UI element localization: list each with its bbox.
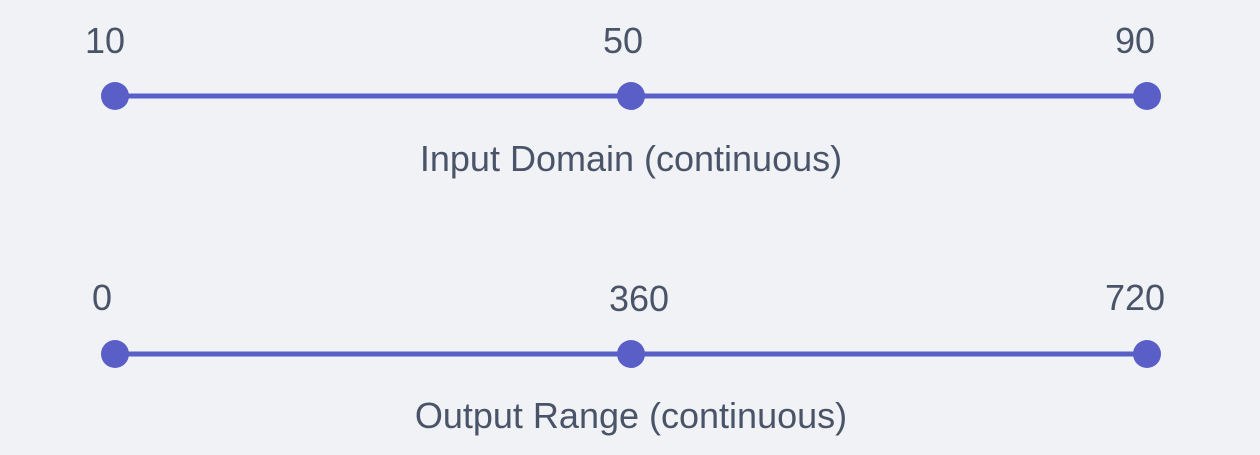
input-domain-scale: 10 50 90 Input Domain (continuous) [85,20,1161,179]
output-range-scale: 0 360 720 Output Range (continuous) [92,277,1165,436]
output-range-point-start [101,340,129,368]
input-domain-point-start [101,82,129,110]
input-domain-tick-label-middle: 50 [603,20,643,61]
output-range-point-end [1133,340,1161,368]
output-range-point-middle [617,340,645,368]
output-range-tick-label-middle: 360 [609,278,669,319]
output-range-tick-label-start: 0 [92,277,112,318]
input-domain-caption: Input Domain (continuous) [420,138,842,179]
input-domain-tick-label-start: 10 [85,20,125,61]
input-domain-point-end [1133,82,1161,110]
input-domain-tick-label-end: 90 [1115,20,1155,61]
input-domain-point-middle [617,82,645,110]
output-range-caption: Output Range (continuous) [415,395,847,436]
output-range-tick-label-end: 720 [1105,277,1165,318]
